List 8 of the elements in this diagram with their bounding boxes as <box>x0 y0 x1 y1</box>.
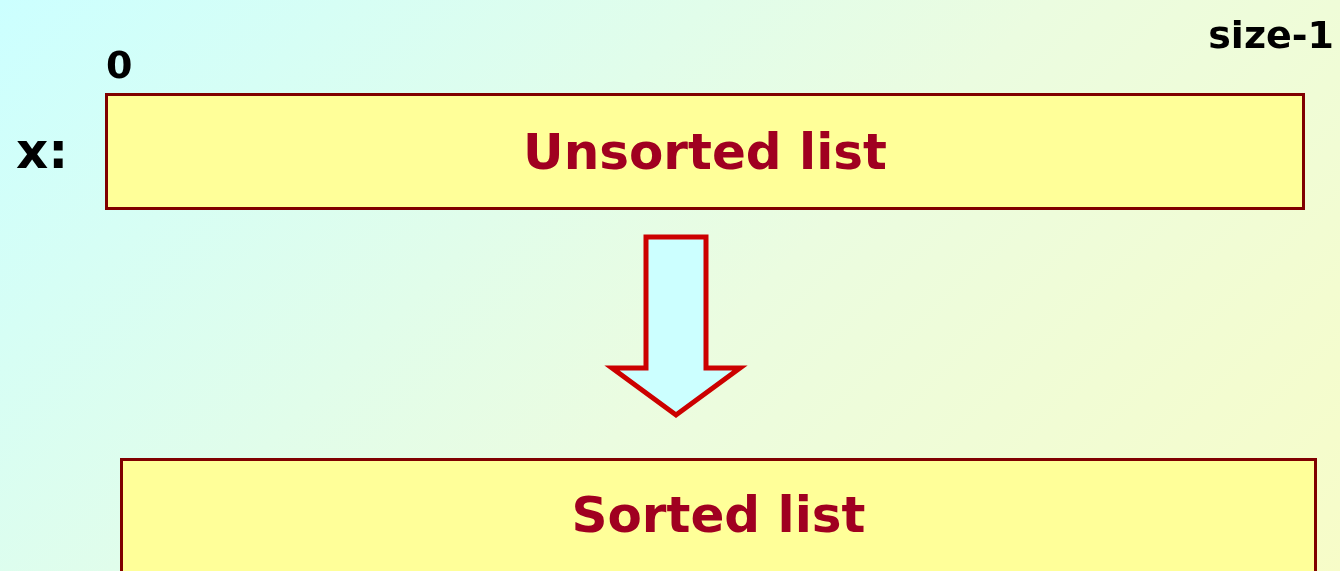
variable-name: x: <box>16 126 69 176</box>
block-arrow <box>604 234 748 419</box>
box-label: Sorted list <box>571 490 866 540</box>
index-label: size-1 <box>1208 16 1334 54</box>
list-box <box>120 458 1317 571</box>
index-label: 0 <box>106 46 133 84</box>
list-box <box>105 93 1305 210</box>
box-label: Unsorted list <box>523 126 887 177</box>
